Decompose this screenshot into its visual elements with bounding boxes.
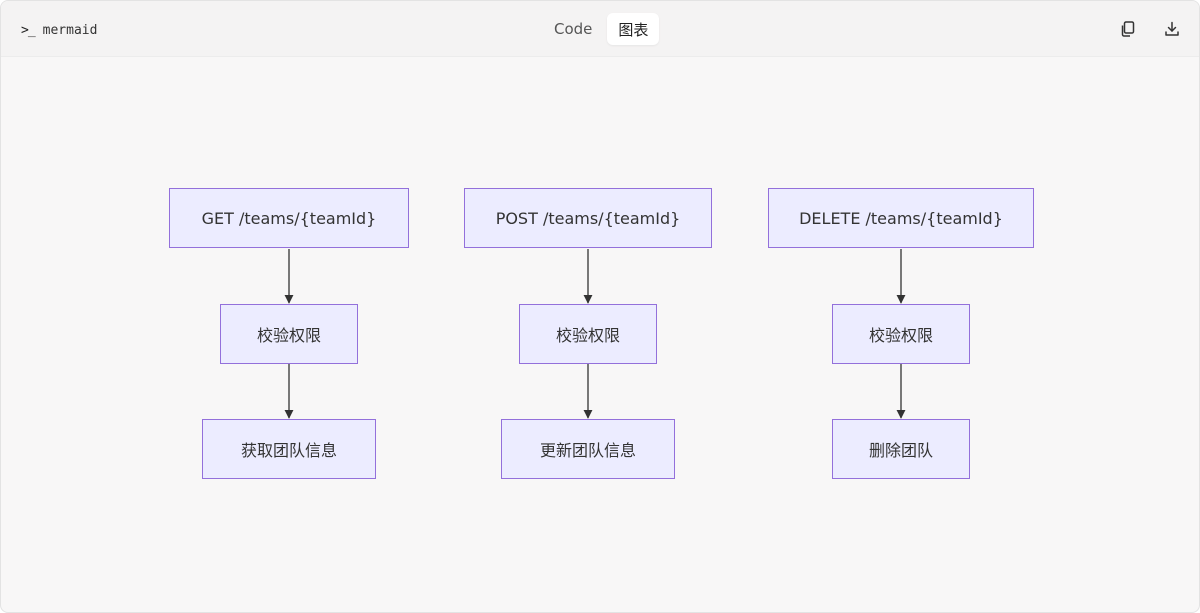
download-icon — [1165, 21, 1179, 36]
node-post-endpoint: POST /teams/{teamId} — [464, 188, 712, 248]
node-get-endpoint: GET /teams/{teamId} — [169, 188, 409, 248]
node-get-team-info: 获取团队信息 — [202, 419, 376, 479]
flowchart-edges — [284, 249, 906, 419]
language-indicator: >_ mermaid — [21, 20, 97, 40]
node-delete-team: 删除团队 — [832, 419, 970, 479]
node-post-check-permission: 校验权限 — [519, 304, 657, 364]
view-tabs: Code 图表 — [543, 13, 660, 45]
terminal-prompt-icon: >_ — [21, 22, 36, 38]
tab-diagram[interactable]: 图表 — [607, 13, 660, 45]
node-update-team-info: 更新团队信息 — [501, 419, 675, 479]
code-block-header: >_ mermaid Code 图表 — [1, 1, 1199, 57]
copy-button[interactable] — [1116, 17, 1140, 41]
node-delete-check-permission: 校验权限 — [832, 304, 970, 364]
language-label: mermaid — [42, 22, 98, 38]
diagram-canvas: GET /teams/{teamId} 校验权限 获取团队信息 POST /te… — [1, 57, 1199, 612]
copy-icon — [1121, 21, 1135, 37]
tab-code[interactable]: Code — [554, 20, 593, 38]
node-delete-endpoint: DELETE /teams/{teamId} — [768, 188, 1034, 248]
download-button[interactable] — [1160, 17, 1184, 41]
node-get-check-permission: 校验权限 — [220, 304, 358, 364]
